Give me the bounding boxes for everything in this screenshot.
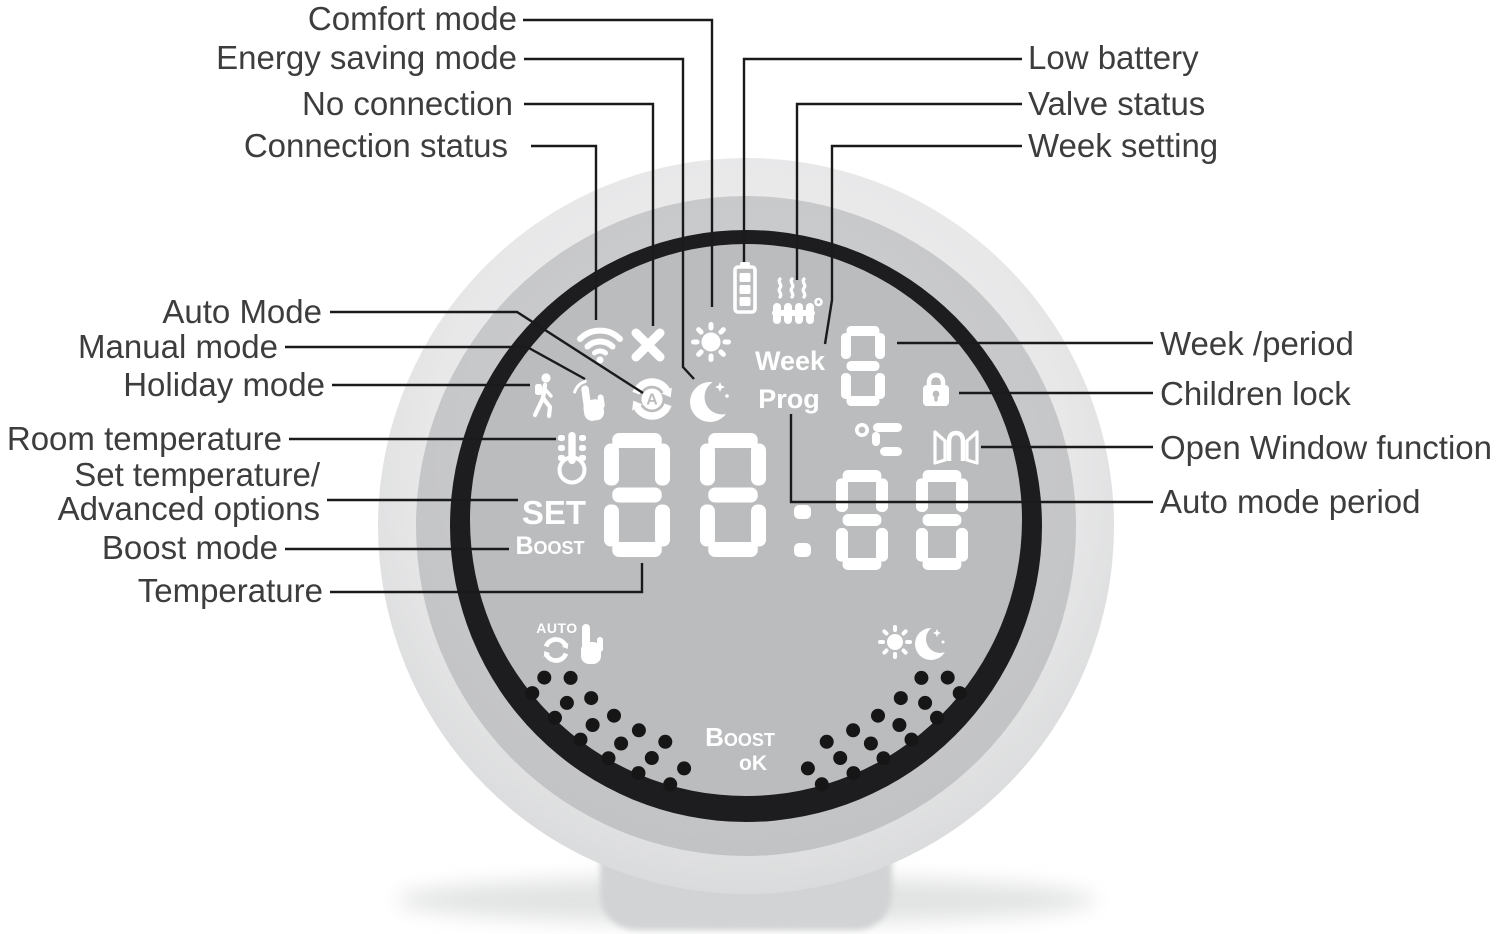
boost-ok-text: Boost oK: [705, 722, 775, 775]
holiday-person-icon: [532, 373, 553, 419]
day-night-icon: [878, 625, 954, 660]
speaker-dots-right: [800, 670, 967, 792]
callout-lines: [285, 18, 1153, 594]
time-colon: [794, 505, 811, 557]
callout-room-temperature: Room temperature: [6, 420, 282, 457]
room-thermometer-icon: [557, 432, 587, 485]
open-window-icon: [933, 430, 979, 465]
energy-moon-icon: [690, 379, 740, 422]
no-connection-x-icon: [631, 328, 665, 362]
manual-hand-icon: [573, 379, 605, 421]
auto-small-text: AUTO: [536, 620, 577, 636]
callout-manual-mode: Manual mode: [78, 328, 278, 365]
line-comfort-mode: [523, 18, 714, 307]
callout-set-temperature: Set temperature/ Advanced options: [58, 458, 320, 526]
callout-comfort-mode: Comfort mode: [307, 0, 517, 37]
callout-children-lock: Children lock: [1160, 375, 1351, 412]
boost-text: Boost: [515, 532, 584, 560]
callout-low-battery: Low battery: [1028, 39, 1199, 76]
week-text: Week: [755, 346, 826, 376]
callout-valve-status: Valve status: [1028, 85, 1206, 122]
auto-hand-icon: AUTO: [536, 620, 603, 664]
prog-text: Prog: [758, 384, 820, 414]
line-manual-mode: [285, 345, 586, 381]
line-auto-mode: [330, 310, 644, 395]
celsius-icon: [854, 423, 902, 456]
line-connection-status: [531, 144, 598, 320]
line-auto-mode-period: [789, 414, 1153, 504]
callout-connection-status: Connection status: [243, 127, 508, 164]
callout-week-period: Week /period: [1160, 325, 1354, 362]
callout-holiday-mode: Holiday mode: [123, 366, 325, 403]
wifi-icon: [577, 327, 623, 364]
callout-set-temperature-line1: Set temperature/: [74, 456, 320, 493]
callout-energy-saving-mode: Energy saving mode: [216, 39, 517, 76]
line-valve-status: [795, 102, 1022, 280]
svg-text:oK: oK: [739, 752, 767, 775]
line-energy-saving: [524, 57, 695, 380]
temperature-digits: [604, 433, 766, 557]
low-battery-icon: [733, 262, 757, 314]
callout-no-connection: No connection: [302, 85, 513, 122]
comfort-sun-icon: [691, 322, 731, 362]
callout-open-window-function: Open Window function: [1160, 429, 1493, 466]
line-no-connection: [524, 102, 655, 326]
callout-boost-mode: Boost mode: [101, 529, 278, 566]
speaker-dots-left: [525, 670, 692, 792]
callout-auto-mode-period: Auto mode period: [1160, 483, 1421, 520]
callout-set-temperature-line2: Advanced options: [57, 490, 320, 527]
callout-temperature: Temperature: [137, 572, 323, 609]
period-time-digits: [836, 470, 968, 570]
callout-auto-mode: Auto Mode: [162, 293, 322, 330]
set-text: SET: [522, 494, 586, 531]
valve-radiator-icon: [772, 277, 823, 324]
svg-text:A: A: [646, 392, 658, 409]
svg-text:Boost: Boost: [705, 722, 775, 752]
line-low-battery: [742, 57, 1022, 262]
line-week-setting: [823, 144, 1022, 345]
line-temperature: [330, 563, 644, 594]
week-day-digit: [841, 326, 885, 406]
children-lock-icon: [923, 372, 949, 406]
callout-week-setting: Week setting: [1028, 127, 1219, 164]
